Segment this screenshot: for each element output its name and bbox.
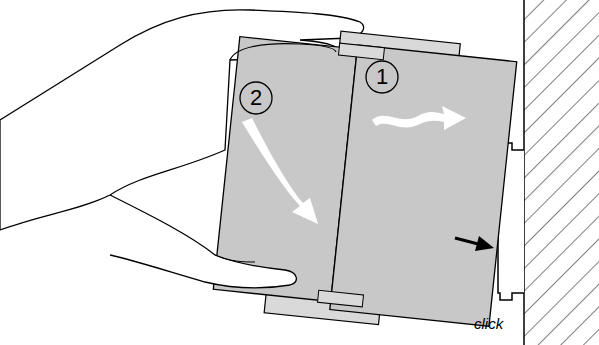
hook-arrow	[372, 106, 466, 130]
callout-number: 2	[241, 87, 271, 109]
sound-note: click	[474, 316, 503, 332]
callout-circle	[240, 82, 272, 114]
push-arrow-head	[475, 236, 494, 251]
top-clip	[338, 43, 384, 60]
finger	[230, 44, 336, 60]
module	[211, 21, 518, 336]
thumb	[110, 195, 296, 288]
bottom-clip	[318, 290, 364, 307]
wall-hatch	[524, 0, 599, 345]
callout-circle	[366, 61, 398, 93]
thumb-crease	[215, 255, 255, 262]
module-right	[330, 45, 517, 326]
rotate-arrow	[242, 118, 318, 224]
callout-number: 1	[367, 66, 397, 88]
